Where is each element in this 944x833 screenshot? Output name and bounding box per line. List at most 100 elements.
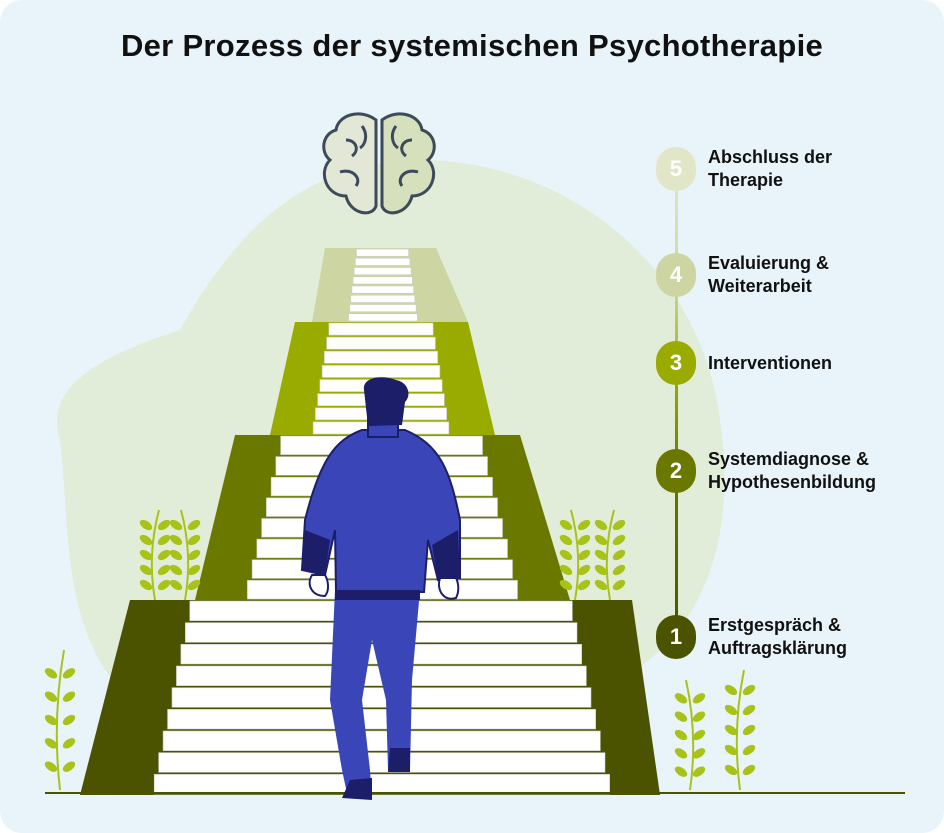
step-number: 5: [656, 147, 696, 191]
plant-leaf: [187, 534, 201, 546]
stair-step: [171, 687, 592, 708]
plant-leaf: [594, 549, 608, 561]
plant-leaf: [187, 564, 201, 576]
plant-leaf: [724, 764, 738, 776]
plant-leaf: [612, 564, 626, 576]
timeline-line: [675, 170, 678, 636]
stair-step: [349, 304, 417, 313]
plant-leaf: [612, 534, 626, 546]
stair-step: [167, 709, 596, 730]
plant-stem: [55, 649, 65, 791]
plant-leaf: [724, 684, 738, 696]
plant-leaf: [577, 564, 591, 576]
person-climbing: [300, 377, 461, 800]
plant-leaf: [577, 549, 591, 561]
plant-leaf: [139, 534, 153, 546]
plant-leaf: [157, 534, 171, 546]
step-label: Erstgespräch & Auftragsklärung: [708, 615, 848, 658]
step-label: Evaluierung & Weiterarbeit: [708, 253, 830, 296]
plant-leaf: [187, 549, 201, 561]
page-title: Der Prozess der systemischen Psychothera…: [120, 28, 824, 63]
plant-leaf: [692, 748, 706, 759]
plant-leaf: [139, 579, 153, 591]
plant-leaf: [724, 744, 738, 756]
plant-leaf: [612, 579, 626, 591]
plant-leaf: [674, 711, 688, 722]
plant-leaf: [139, 564, 153, 576]
plant-leaf: [169, 579, 183, 591]
brain-icon: [322, 112, 436, 215]
plant-leaf: [187, 579, 201, 591]
plant-leaf: [559, 519, 573, 531]
plant-leaf: [742, 744, 756, 756]
plant-leaf: [559, 549, 573, 561]
plant-leaf: [157, 549, 171, 561]
stair-step: [351, 285, 414, 294]
plant-leaf: [157, 579, 171, 591]
timeline-step-2: 2 Systemdiagnose & Hypothesenbildung: [656, 448, 876, 494]
stair-step: [348, 313, 418, 322]
step-number: 1: [656, 615, 696, 659]
plant-leaf: [692, 711, 706, 722]
stair-step: [162, 730, 601, 751]
plant-leaf: [692, 729, 706, 741]
plant-stem: [150, 509, 160, 601]
plants: [44, 509, 756, 791]
plant-leaf: [594, 579, 608, 591]
plant-leaf: [169, 564, 183, 576]
plant-leaf: [577, 579, 591, 591]
plant-leaf: [594, 534, 608, 546]
timeline-step-3: 3 Interventionen: [656, 341, 832, 385]
stair-tier-4: [312, 248, 468, 322]
plant-leaf: [742, 704, 756, 716]
plant-leaf: [594, 564, 608, 576]
plant-stem: [735, 669, 745, 791]
plant-leaf: [742, 764, 756, 776]
stair-step: [324, 350, 438, 364]
plant-leaf: [44, 761, 58, 772]
plant-leaf: [139, 549, 153, 561]
plant-leaf: [559, 534, 573, 546]
plant-leaf: [62, 691, 76, 702]
plant-leaf: [157, 519, 171, 531]
stair-step: [321, 365, 441, 378]
plant-leaf: [674, 748, 688, 759]
stair-step: [153, 774, 610, 795]
step-label: Interventionen: [708, 352, 833, 373]
stair-step: [356, 248, 409, 257]
plant-leaf: [674, 766, 688, 777]
plant-leaf: [169, 549, 183, 561]
stair-step: [355, 257, 411, 266]
plant-leaf: [577, 534, 591, 546]
plant-leaf: [44, 668, 58, 679]
plant-leaf: [139, 519, 153, 531]
plant-leaf: [594, 519, 608, 531]
plant-leaf: [692, 693, 706, 704]
stair-step: [326, 336, 436, 350]
timeline-step-5: 5 Abschluss der Therapie: [656, 146, 832, 192]
stair-step: [328, 322, 434, 336]
stair-step: [352, 276, 413, 285]
plant-leaf: [674, 729, 688, 741]
stair-step: [158, 752, 606, 773]
step-number: 2: [656, 449, 696, 493]
plant-leaf: [724, 704, 738, 716]
plant-leaf: [44, 738, 58, 749]
plant-leaf: [674, 693, 688, 704]
step-label: Abschluss der Therapie: [708, 147, 833, 190]
plant-leaf: [62, 714, 76, 726]
plant-leaf: [692, 766, 706, 777]
step-number: 3: [656, 341, 696, 385]
plant-leaf: [62, 738, 76, 749]
plant-leaf: [559, 564, 573, 576]
plant-stem: [605, 509, 615, 601]
plant-leaf: [612, 549, 626, 561]
stair-step: [350, 294, 416, 303]
plant-leaf: [577, 519, 591, 531]
plant-leaf: [612, 519, 626, 531]
plant-stem: [180, 509, 190, 601]
plant-stem: [685, 679, 695, 791]
step-number: 4: [656, 253, 696, 297]
